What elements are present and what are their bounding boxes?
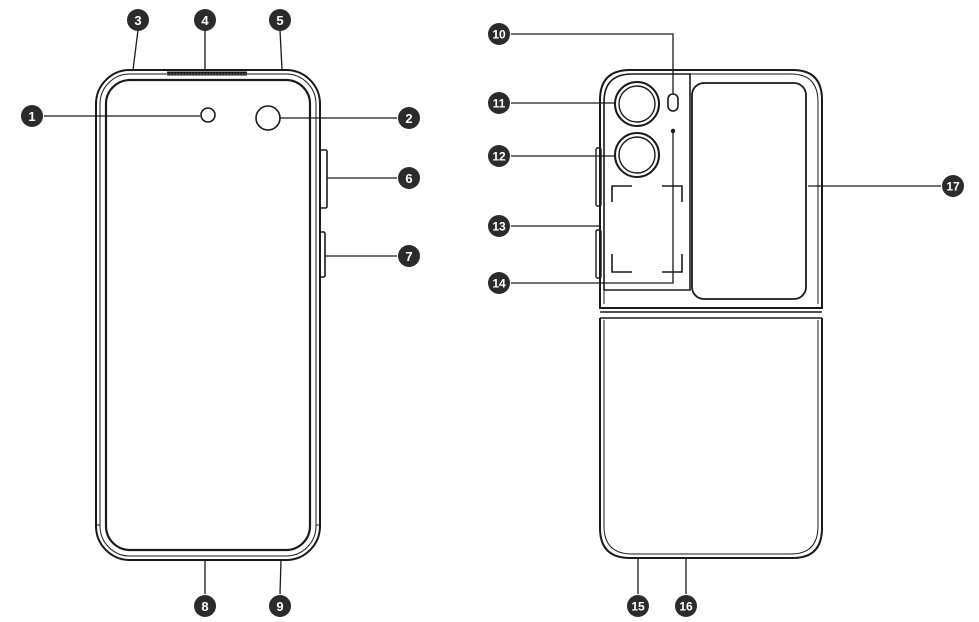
callout-badge-circle — [488, 92, 510, 114]
callout-11: 11 — [488, 92, 510, 114]
callout-badge-circle — [488, 272, 510, 294]
callout-1: 1 — [21, 105, 43, 127]
callout-badge-circle — [675, 595, 697, 617]
back-volume-button — [595, 147, 602, 207]
callout-badge-circle — [398, 107, 420, 129]
second-camera-inner — [618, 136, 656, 174]
callout-4: 4 — [194, 9, 216, 31]
callout-10: 10 — [488, 23, 510, 45]
callout-badge-circle — [627, 595, 649, 617]
volume-button — [319, 149, 328, 209]
callout-number: 5 — [276, 13, 283, 28]
callout-number: 2 — [405, 111, 412, 126]
main-camera-outer — [614, 81, 660, 127]
front-view — [95, 69, 328, 561]
callout-number: 7 — [405, 249, 412, 264]
callout-number: 3 — [134, 13, 141, 28]
callout-number: 13 — [492, 220, 506, 234]
back-lower-half — [599, 318, 823, 559]
callout-number: 15 — [631, 600, 645, 614]
front-camera — [200, 107, 216, 123]
callout-badge-circle — [398, 167, 420, 189]
callout-badge-circle — [269, 9, 291, 31]
callout-number: 14 — [492, 277, 506, 291]
callout-8: 8 — [194, 595, 216, 617]
callout-14: 14 — [488, 272, 510, 294]
callout-5: 5 — [269, 9, 291, 31]
flash — [667, 93, 679, 112]
callout-badge-circle — [488, 215, 510, 237]
callout-number: 10 — [492, 28, 506, 42]
callout-badge-circle — [127, 9, 149, 31]
callout-badge-circle — [488, 23, 510, 45]
back-power-button — [595, 229, 602, 279]
callout-2: 2 — [398, 107, 420, 129]
callout-7: 7 — [398, 245, 420, 267]
callout-number: 1 — [28, 109, 35, 124]
callout-number: 16 — [679, 600, 693, 614]
front-body-outer — [95, 69, 321, 561]
second-camera-outer — [614, 132, 660, 178]
callout-badge-circle — [269, 595, 291, 617]
callout-number: 8 — [201, 599, 208, 614]
top-right-sensor — [255, 105, 281, 131]
callout-badge-circle — [942, 175, 964, 197]
callout-badge-circle — [398, 245, 420, 267]
callout-badge-circle — [194, 595, 216, 617]
callout-17: 17 — [942, 175, 964, 197]
callout-number: 12 — [492, 150, 506, 164]
leader-lines — [44, 29, 941, 595]
front-body-inner — [99, 73, 317, 557]
callout-number: 6 — [405, 171, 412, 186]
main-camera-inner — [618, 85, 656, 123]
callout-number: 17 — [946, 180, 960, 194]
cover-screen — [691, 82, 807, 300]
callout-number: 4 — [201, 13, 209, 28]
nfc-area — [611, 185, 683, 273]
callout-9: 9 — [269, 595, 291, 617]
callout-3: 3 — [127, 9, 149, 31]
callout-15: 15 — [627, 595, 649, 617]
callout-6: 6 — [398, 167, 420, 189]
back-upper-half — [599, 69, 823, 309]
back-view — [595, 69, 823, 559]
callout-13: 13 — [488, 215, 510, 237]
camera-island — [603, 73, 691, 291]
earpiece-grille — [167, 71, 247, 76]
callout-16: 16 — [675, 595, 697, 617]
callout-badge-circle — [194, 9, 216, 31]
callout-12: 12 — [488, 145, 510, 167]
callout-number: 9 — [276, 599, 283, 614]
callout-badge-circle — [21, 105, 43, 127]
callout-number: 11 — [493, 97, 506, 111]
callout-badge-circle — [488, 145, 510, 167]
front-screen — [104, 78, 312, 552]
power-button — [319, 231, 326, 278]
